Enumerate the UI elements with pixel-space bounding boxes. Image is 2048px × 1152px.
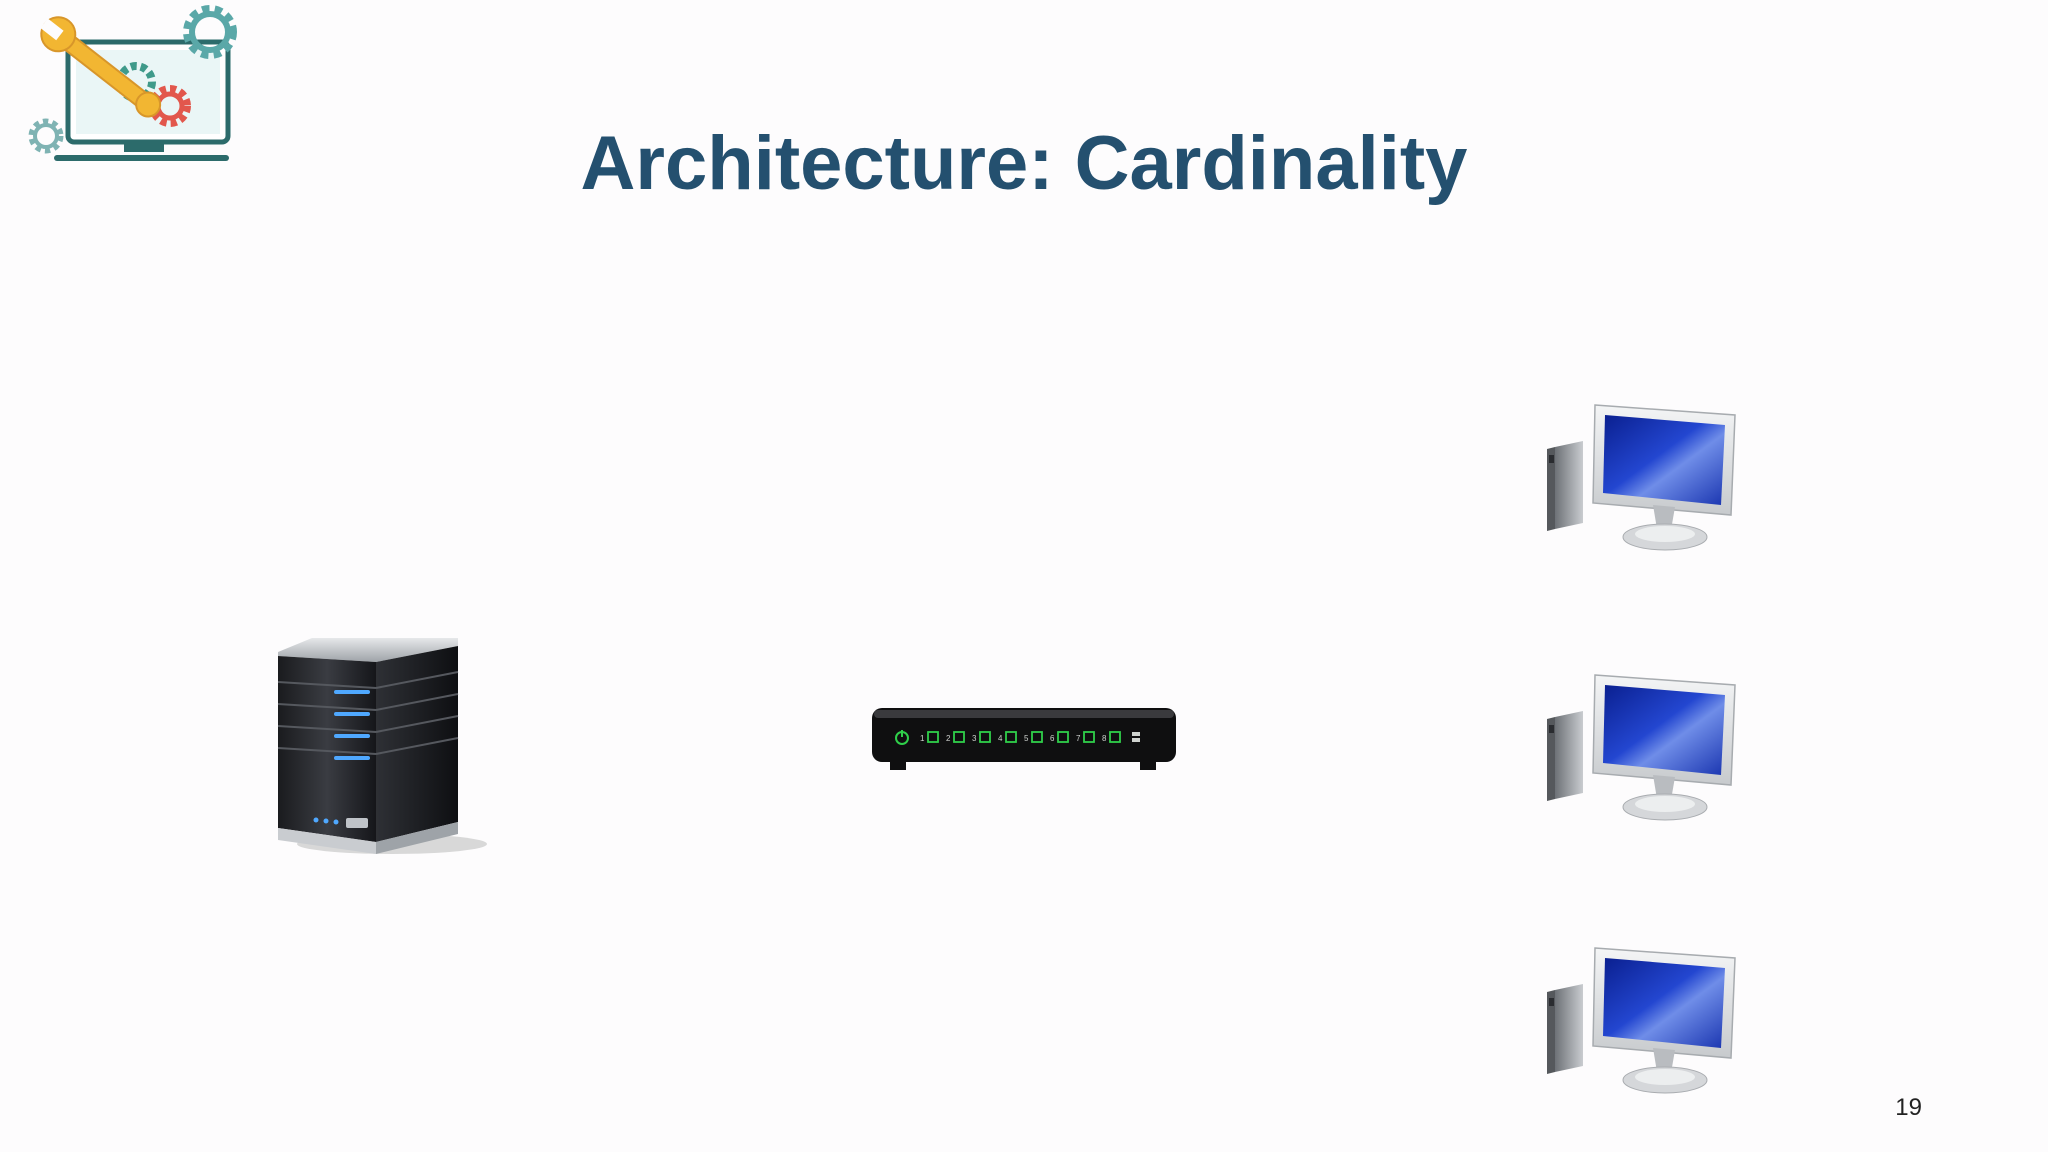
tools-logo-icon (28, 5, 237, 161)
port-label: 1 (920, 734, 925, 743)
port-label: 2 (946, 734, 951, 743)
desktop-computer-icon (1547, 674, 1736, 821)
port-label: 3 (972, 734, 977, 743)
server-icon (277, 638, 487, 854)
desktop-computer-icon (1547, 404, 1736, 551)
slide-title: Architecture: Cardinality (580, 121, 1468, 206)
port-label: 5 (1024, 734, 1029, 743)
desktop-computer-icon (1547, 947, 1736, 1094)
port-label: 6 (1050, 734, 1055, 743)
network-switch-icon: 1 2 3 4 5 6 7 8 (872, 708, 1176, 770)
port-label: 8 (1102, 734, 1107, 743)
port-label: 4 (998, 734, 1003, 743)
page-number: 19 (1895, 1094, 1922, 1121)
port-label: 7 (1076, 734, 1081, 743)
